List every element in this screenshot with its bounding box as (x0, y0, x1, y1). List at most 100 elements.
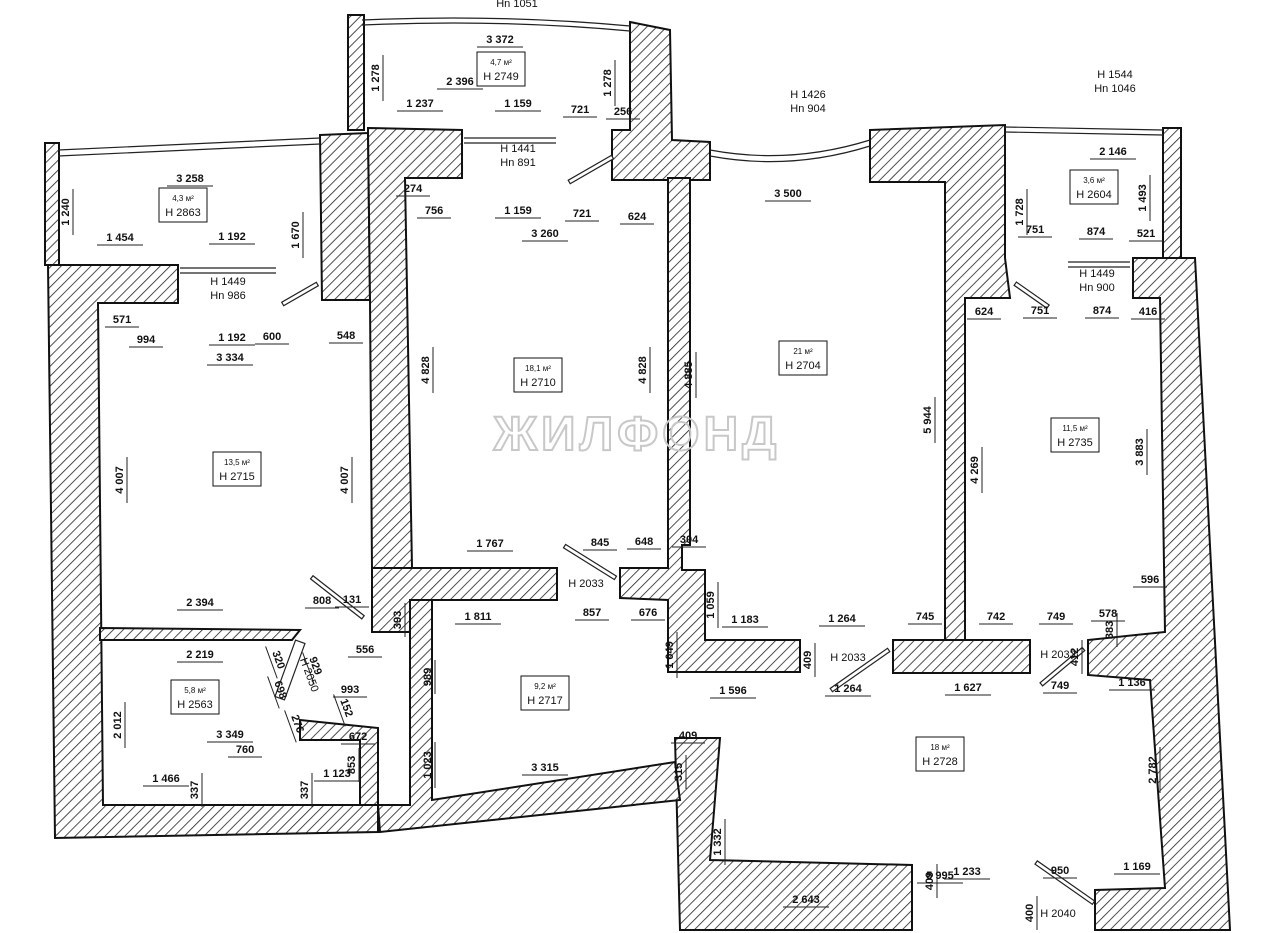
dimension: 749 (1043, 680, 1077, 694)
dimension-value: 4 828 (420, 356, 432, 384)
dimension-value: 256 (614, 106, 632, 118)
dimension: 3 500 (765, 188, 811, 202)
dimension: 672 (341, 731, 375, 745)
dimension-value: 1 466 (152, 773, 180, 785)
room-height: H 2863 (165, 207, 200, 219)
wall-right-outer (1087, 257, 1232, 931)
dimension-value: 676 (639, 607, 657, 619)
dimension: 256 (606, 106, 640, 120)
dimension-value: 845 (591, 537, 609, 549)
dimension-value: 857 (583, 607, 601, 619)
dimension-value: 1 049 (664, 641, 676, 669)
wall-left-balcony (44, 142, 60, 266)
dimension-value: 409 (802, 651, 814, 669)
dimension-value: 320 (269, 649, 287, 670)
dimension: 874 (1079, 226, 1113, 240)
dimension: 4 269 (969, 447, 983, 493)
wall-21-right (869, 123, 1012, 641)
room-label: 21 м²H 2704 (778, 340, 828, 376)
dimension-value: 1 811 (465, 611, 492, 623)
dimension-value: 4 269 (969, 456, 981, 484)
room-area: 18 м² (930, 743, 950, 752)
dimension: 3 349 (207, 729, 253, 743)
dimension-value: 2 643 (792, 894, 820, 906)
dimension: 756 (417, 205, 451, 219)
dimension: 3 334 (207, 352, 253, 366)
dimension-value: 556 (356, 644, 374, 656)
room-label-box (170, 679, 220, 715)
dimension-value: 2 219 (186, 649, 214, 661)
dimension-line (302, 652, 315, 685)
room-height: H 2704 (785, 360, 820, 372)
dimension-value: 1 767 (476, 538, 504, 550)
dimension: 742 (979, 611, 1013, 625)
dimension: 1 192 (209, 332, 255, 346)
dimension-value: 1 192 (218, 231, 246, 243)
window-sill-height: Hn 986 (210, 290, 245, 302)
dimension: 383 (1104, 613, 1118, 647)
dimension: 1 627 (945, 682, 991, 696)
dimension: 3 258 (167, 173, 213, 187)
dimension: 4 828 (420, 347, 434, 393)
dimension: 320 (265, 646, 287, 679)
room-area: 4,7 м² (490, 58, 512, 67)
window-mid-room (464, 137, 556, 144)
door-leaf (274, 639, 306, 701)
dimension: 2 219 (177, 649, 223, 663)
door-height-label: H 2033 (1040, 649, 1075, 661)
dimension: 1 670 (290, 212, 304, 258)
dimension: 1 596 (710, 685, 756, 699)
window-height: H 1426 (790, 89, 825, 101)
dimension: 698 (267, 676, 289, 709)
dimension-value: 874 (1093, 305, 1112, 317)
dimension: 857 (575, 607, 609, 621)
dimension-value: 596 (1141, 574, 1159, 586)
dimension: 276 (284, 710, 306, 743)
dimension: 1 049 (664, 632, 678, 678)
dimension-value: 950 (1051, 865, 1069, 877)
dimension: 950 (1043, 865, 1077, 879)
window-right-balcony (1004, 126, 1164, 136)
room-label: 5,8 м²H 2563 (170, 679, 220, 715)
dimension-value: 1 332 (712, 828, 724, 856)
dimension-value: 751 (1031, 305, 1049, 317)
room-height: H 2717 (527, 695, 562, 707)
room-area: 3,6 м² (1083, 176, 1105, 185)
dimension: 315 (673, 755, 687, 789)
room-label: 4,7 м² H 2749 (476, 51, 526, 87)
dimension-value: 4 828 (637, 356, 649, 384)
dimension-value: 3 372 (486, 34, 514, 46)
walls (44, 14, 1232, 931)
room-label-box (1069, 169, 1119, 205)
dimension-value: 3 260 (531, 228, 559, 240)
dimension: 1 240 (60, 189, 74, 235)
door-height-label: H 2033 (568, 578, 603, 590)
dimension-value: 993 (341, 684, 359, 696)
dimension: 624 (620, 211, 654, 225)
door-leaf (309, 574, 366, 620)
dimension-value: 648 (635, 536, 653, 548)
door-leaf (567, 154, 615, 185)
dimension: 929 (302, 652, 324, 685)
dimension-value: 1 670 (290, 221, 302, 249)
window-sill-height: Hn 904 (790, 103, 825, 115)
dimension: 571 (105, 314, 139, 328)
dimension: 994 (129, 334, 163, 348)
dimension-value: 994 (137, 334, 156, 346)
dimension: 1 332 (712, 819, 726, 865)
dimension-value: 1 596 (719, 685, 747, 697)
dimension-value: 2 146 (1099, 146, 1127, 158)
dimension-value: 989 (422, 668, 434, 686)
window-left-room (180, 267, 276, 274)
dimension-value: 624 (628, 211, 647, 223)
dimension-value: 4 007 (114, 466, 126, 494)
room-label-box (1050, 417, 1100, 453)
dimension: 304 (672, 534, 706, 548)
dimension-value: 742 (987, 611, 1005, 623)
room-area: 9,2 м² (534, 682, 556, 691)
room-height: H 2563 (177, 699, 212, 711)
dimension: 751 (1023, 305, 1057, 319)
dimension: 745 (908, 611, 942, 625)
room-height: H 2749 (483, 71, 518, 83)
dimension-value: 624 (975, 306, 994, 318)
